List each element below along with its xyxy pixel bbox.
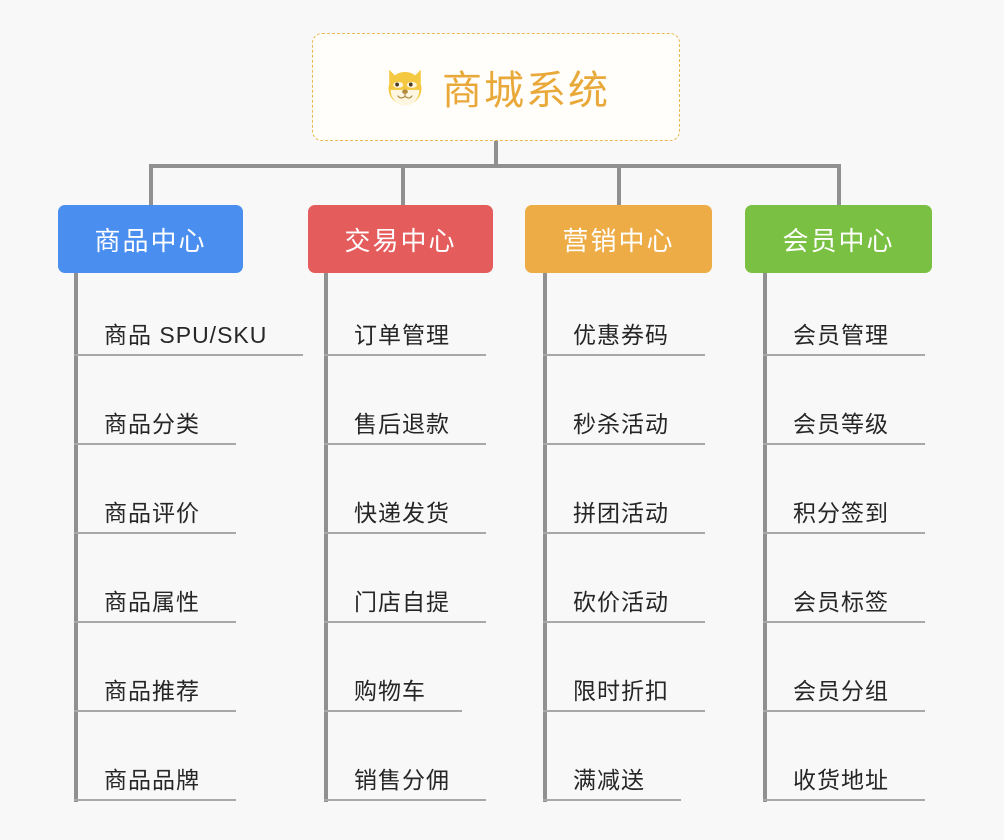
category-header-trade-center[interactable]: 交易中心 xyxy=(308,205,493,273)
leaf-item-label: 商品评价 xyxy=(104,500,200,526)
connector-trunk-trade-center xyxy=(324,273,328,802)
leaf-item-label: 收货地址 xyxy=(793,767,889,793)
connector-drop-product-center xyxy=(149,164,153,207)
leaf-item-underline xyxy=(543,532,705,534)
connector-horizontal-bus xyxy=(149,164,839,168)
leaf-item-underline xyxy=(543,621,705,623)
leaf-item-underline xyxy=(324,621,486,623)
leaf-item-underline xyxy=(543,354,705,356)
leaf-item-underline xyxy=(324,710,462,712)
leaf-item-label: 商品属性 xyxy=(104,589,200,615)
leaf-item-underline xyxy=(324,443,486,445)
connector-drop-marketing-center xyxy=(617,164,621,207)
root-node-shop-system[interactable]: 商城系统 xyxy=(312,33,680,141)
leaf-item-underline xyxy=(324,532,486,534)
leaf-item-underline xyxy=(74,354,303,356)
connector-drop-trade-center xyxy=(401,164,405,207)
leaf-item-label: 商品品牌 xyxy=(104,767,200,793)
leaf-item-underline xyxy=(74,443,236,445)
leaf-item-underline xyxy=(763,354,925,356)
leaf-item-underline xyxy=(543,799,681,801)
leaf-item-label: 商品推荐 xyxy=(104,678,200,704)
leaf-item-underline xyxy=(74,710,236,712)
leaf-item-underline xyxy=(324,799,486,801)
leaf-item-label: 会员分组 xyxy=(793,678,889,704)
shiba-dog-face-icon xyxy=(382,64,428,110)
leaf-item-label: 秒杀活动 xyxy=(573,411,669,437)
leaf-item-underline xyxy=(763,532,925,534)
leaf-item-underline xyxy=(74,532,236,534)
leaf-item-underline xyxy=(543,443,705,445)
leaf-item-label: 会员等级 xyxy=(793,411,889,437)
leaf-item-underline xyxy=(74,799,236,801)
category-header-member-center[interactable]: 会员中心 xyxy=(745,205,932,273)
leaf-item-label: 会员管理 xyxy=(793,322,889,348)
connector-root-stem xyxy=(494,141,498,166)
connector-trunk-member-center xyxy=(763,273,767,802)
leaf-item-label: 限时折扣 xyxy=(573,678,669,704)
leaf-item-label: 快递发货 xyxy=(354,500,450,526)
leaf-item-underline xyxy=(324,354,486,356)
leaf-item-label: 拼团活动 xyxy=(573,500,669,526)
connector-drop-member-center xyxy=(837,164,841,207)
leaf-item-underline xyxy=(763,621,925,623)
category-header-marketing-center[interactable]: 营销中心 xyxy=(525,205,712,273)
leaf-item-label: 门店自提 xyxy=(354,589,450,615)
category-header-product-center[interactable]: 商品中心 xyxy=(58,205,243,273)
leaf-item-label: 满减送 xyxy=(573,767,645,793)
root-node-title: 商城系统 xyxy=(442,69,610,113)
leaf-item-label: 砍价活动 xyxy=(573,589,669,615)
leaf-item-underline xyxy=(543,710,705,712)
leaf-item-label: 售后退款 xyxy=(354,411,450,437)
leaf-item-label: 积分签到 xyxy=(793,500,889,526)
connector-trunk-marketing-center xyxy=(543,273,547,802)
leaf-item-label: 商品 SPU/SKU xyxy=(104,322,268,348)
leaf-item-label: 商品分类 xyxy=(104,411,200,437)
leaf-item-label: 会员标签 xyxy=(793,589,889,615)
leaf-item-label: 优惠券码 xyxy=(573,322,669,348)
leaf-item-underline xyxy=(763,443,925,445)
leaf-item-label: 销售分佣 xyxy=(354,767,450,793)
leaf-item-label: 订单管理 xyxy=(354,322,450,348)
leaf-item-underline xyxy=(763,710,925,712)
connector-trunk-product-center xyxy=(74,273,78,802)
leaf-item-underline xyxy=(74,621,236,623)
leaf-item-underline xyxy=(763,799,925,801)
leaf-item-label: 购物车 xyxy=(354,678,426,704)
